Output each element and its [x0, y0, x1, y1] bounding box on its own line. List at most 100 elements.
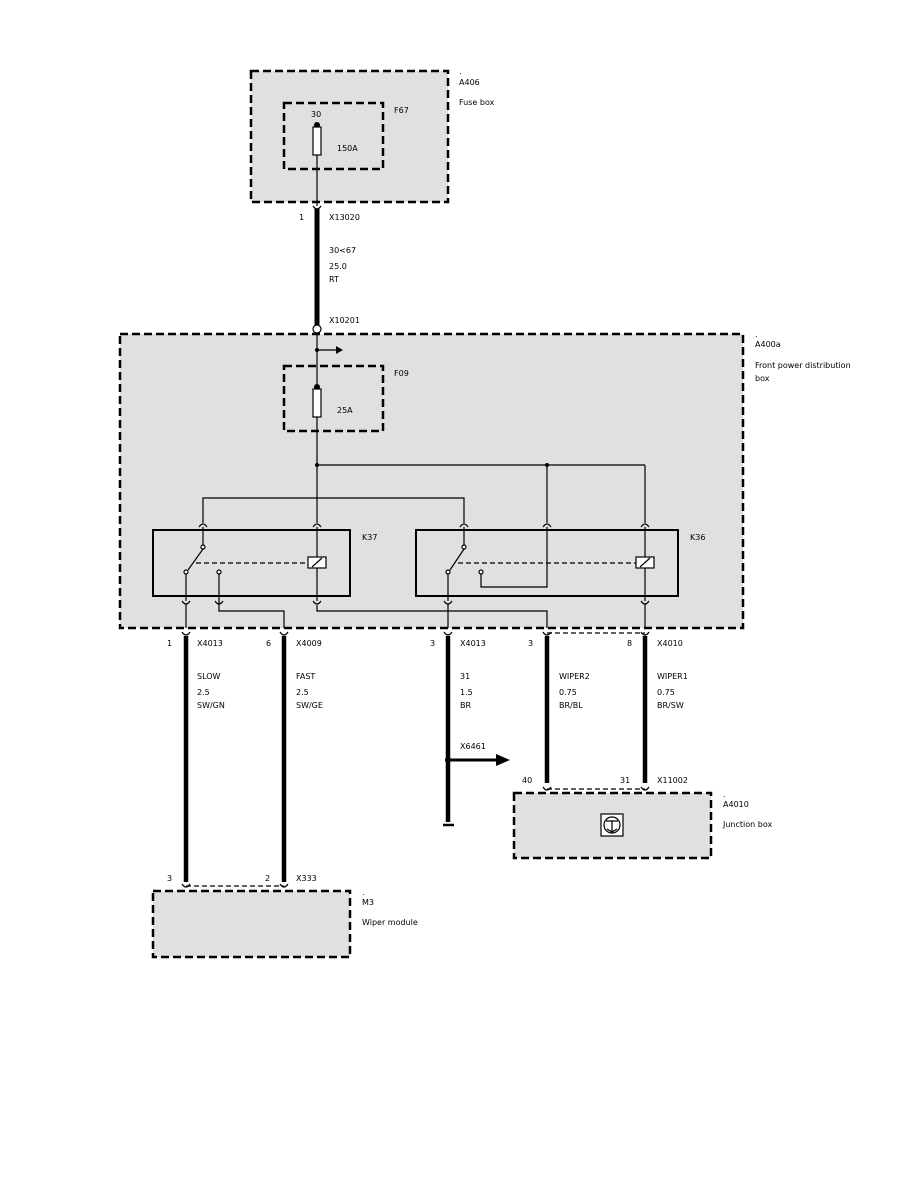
x13020-connector-symbol — [312, 205, 322, 210]
slow-color: SW/GN — [197, 701, 225, 710]
x13020-pin: 1 — [299, 213, 304, 222]
slow-size: 2.5 — [197, 688, 210, 697]
x11002-id: X11002 — [657, 776, 688, 785]
k37-nc-contact — [183, 569, 189, 575]
k37-bottom-pin-2 — [214, 600, 224, 605]
m3-id: M3 — [362, 898, 374, 907]
x4010b-pin: 3 — [528, 639, 533, 648]
x4013a-pin: 1 — [167, 639, 172, 648]
wiper2-color: BR/BL — [559, 701, 583, 710]
a400a-name-line1: Front power distribution — [755, 361, 851, 370]
k36-no-contact — [478, 569, 484, 575]
x333-pin-a-symbol — [181, 883, 191, 888]
x4010-connector-symbol — [640, 631, 650, 636]
x11002-pin-a: 40 — [522, 776, 532, 785]
fuse-f67-symbol — [312, 126, 322, 156]
ground-color: BR — [460, 701, 471, 710]
branch-arrow-icon — [336, 346, 343, 354]
a400a-marker: . — [755, 330, 758, 339]
x4013b-pin: 3 — [430, 639, 435, 648]
k36-id: K36 — [690, 533, 705, 542]
main-wire-size: 25.0 — [329, 262, 347, 271]
junction-symbol-icon — [603, 816, 621, 834]
k36-no-to-bus — [480, 527, 548, 588]
m3-name: Wiper module — [362, 918, 418, 927]
x11002-pin-b-symbol — [640, 786, 650, 791]
wiper1-color: BR/SW — [657, 701, 684, 710]
fuse-f67-housing — [282, 101, 385, 171]
a4010-marker: . — [723, 790, 726, 799]
x4010-pin: 8 — [627, 639, 632, 648]
relay-contact-bus — [202, 497, 465, 523]
f09-id: F09 — [394, 369, 409, 378]
x333-pin-b: 2 — [265, 874, 270, 883]
ground-circuit: 31 — [460, 672, 470, 681]
wiper1-size: 0.75 — [657, 688, 675, 697]
k37-top-pin-1 — [198, 523, 208, 528]
junction-symbol-glyph — [606, 820, 618, 833]
k37-coil-diagonal — [311, 557, 323, 568]
x10201-id: X10201 — [329, 316, 360, 325]
x4009-connector-symbol — [279, 631, 289, 636]
ground-size: 1.5 — [460, 688, 473, 697]
a406-id: A406 — [459, 78, 480, 87]
x4013a-id: X4013 — [197, 639, 223, 648]
x13020-id: X13020 — [329, 213, 360, 222]
x333-pin-a: 3 — [167, 874, 172, 883]
k37-top-pin-2 — [312, 523, 322, 528]
a406-name: Fuse box — [459, 98, 495, 107]
wiper2-size: 0.75 — [559, 688, 577, 697]
k37-coil-to-wiper2 — [316, 605, 548, 628]
m3-marker: . — [362, 888, 365, 897]
x4009-id: X4009 — [296, 639, 322, 648]
k36-common-contact — [461, 544, 467, 550]
x6461-arrow-icon — [496, 754, 510, 766]
wiper-module-m3 — [151, 889, 352, 959]
k36-nc-contact — [445, 569, 451, 575]
k37-bottom-pin-3 — [312, 600, 322, 605]
f67-rating: 150A — [337, 144, 358, 153]
x11002-pin-a-symbol — [542, 786, 552, 791]
k37-no-to-fast — [218, 601, 285, 628]
wiper1-circuit: WIPER1 — [657, 672, 688, 681]
f67-id: F67 — [394, 106, 409, 115]
x4010-id: X4010 — [657, 639, 683, 648]
a400a-name-line2: box — [755, 374, 770, 383]
x10201-connector-symbol — [312, 324, 322, 334]
a4010-name: Junction box — [722, 820, 772, 829]
x333-id: X333 — [296, 874, 317, 883]
k37-switch-arm — [187, 548, 204, 571]
f67-terminal-label: 30 — [311, 110, 321, 119]
front-power-distribution-box-a400a — [118, 332, 745, 630]
slow-circuit: SLOW — [197, 672, 221, 681]
k36-top-pin-2 — [542, 523, 552, 528]
x4013b-id: X4013 — [460, 639, 486, 648]
fuse-box-a406 — [249, 69, 450, 204]
main-wire-circuit: 30<67 — [329, 246, 356, 255]
k37-no-contact — [216, 569, 222, 575]
k37-common-contact — [200, 544, 206, 550]
fast-size: 2.5 — [296, 688, 309, 697]
fuse-f09-housing — [282, 364, 385, 433]
a4010-id: A4010 — [723, 800, 749, 809]
fast-color: SW/GE — [296, 701, 323, 710]
main-wire-color: RT — [329, 275, 339, 284]
x4013a-connector-symbol — [181, 631, 191, 636]
fast-circuit: FAST — [296, 672, 315, 681]
fuse-f09-symbol — [312, 388, 322, 418]
k37-id: K37 — [362, 533, 377, 542]
x4013b-connector-symbol — [443, 631, 453, 636]
x11002-pin-b: 31 — [620, 776, 630, 785]
k36-top-pin-1 — [459, 523, 469, 528]
relay-k37 — [152, 529, 351, 597]
a400a-id: A400a — [755, 340, 781, 349]
k36-switch-arm — [449, 548, 465, 571]
x4009-pin: 6 — [266, 639, 271, 648]
k36-top-pin-3 — [640, 523, 650, 528]
f09-rating: 25A — [337, 406, 353, 415]
x6461-id: X6461 — [460, 742, 486, 751]
x333-pin-b-symbol — [279, 883, 289, 888]
k36-coil-diagonal — [639, 557, 651, 568]
wiper2-circuit: WIPER2 — [559, 672, 590, 681]
